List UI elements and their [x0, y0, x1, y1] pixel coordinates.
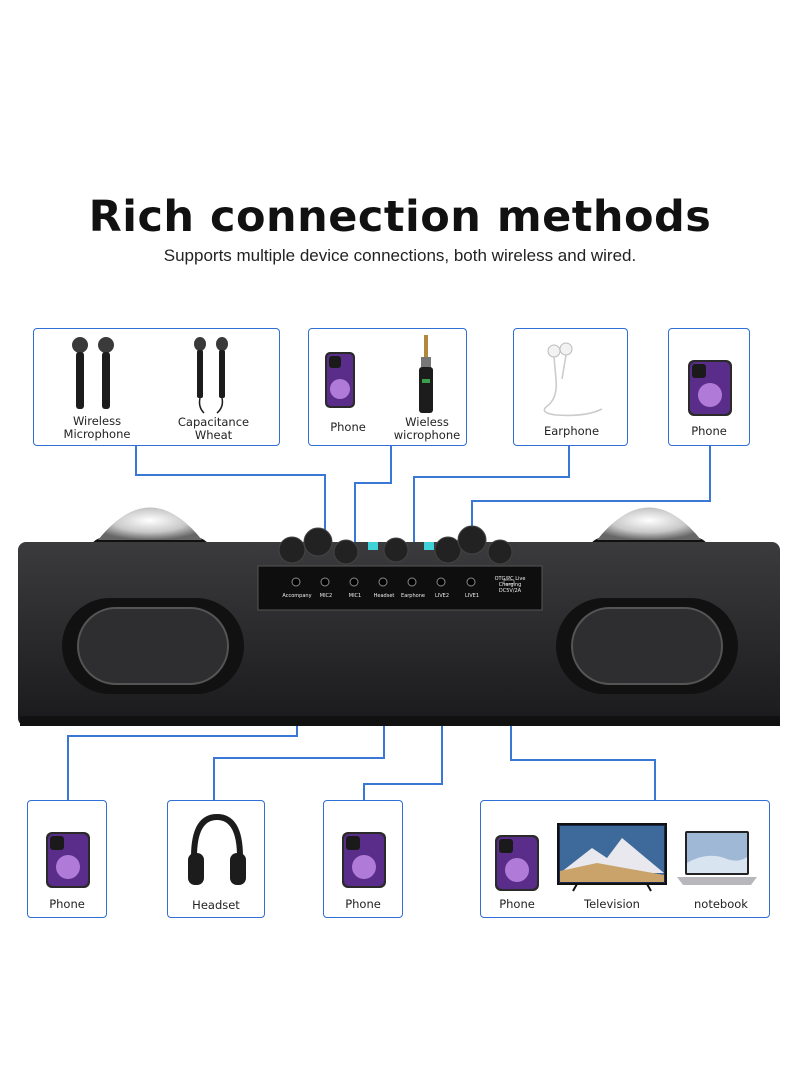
- port-label-mic2: MIC2: [319, 593, 333, 599]
- device-label: Phone: [345, 897, 381, 911]
- port-label-otg-charging: OTG/PC Live Charging DC5V/2A: [494, 576, 526, 594]
- phone-box-bottom-1: Phone: [27, 800, 107, 918]
- device-label: Phone: [49, 897, 85, 911]
- phone-box-top-right: Phone: [668, 328, 750, 446]
- port-label-live1: LIVE1: [464, 593, 480, 599]
- television-icon: [557, 823, 667, 892]
- wired-microphones-icon: [194, 337, 228, 414]
- device-label: Headset: [192, 898, 240, 912]
- page-title: Rich connection methods: [88, 192, 712, 242]
- headset-box: Headset: [167, 800, 265, 918]
- device-label: Phone: [691, 424, 727, 438]
- port-label-headset: Headset: [373, 593, 395, 599]
- microphones-box: Wireless Microphone Capacitance Wheat: [33, 328, 280, 446]
- port-label-accompany: Accompany: [282, 593, 312, 599]
- device-label: Television: [584, 897, 640, 911]
- device-label: notebook: [694, 897, 748, 911]
- handheld-microphones-icon: [72, 337, 114, 409]
- wireless-receiver-icon: [419, 335, 433, 413]
- device-label: Earphone: [543, 424, 600, 438]
- laptop-icon: [677, 831, 757, 885]
- earphone-icon: [543, 342, 603, 417]
- phone-and-receiver-box: Phone Wieless wicrophone: [308, 328, 467, 446]
- device-label: Wireless Microphone: [63, 414, 131, 441]
- headset-icon: [188, 813, 246, 885]
- phone-box-bottom-2: Phone: [323, 800, 403, 918]
- port-label-live2: LIVE2: [434, 593, 450, 599]
- phone-icon: [325, 352, 355, 408]
- device-label: Phone: [499, 897, 535, 911]
- phone-icon: [342, 832, 386, 888]
- phone-icon: [495, 835, 539, 891]
- port-label-earphone: Earphone: [401, 593, 425, 599]
- output-devices-box: Phone Television notebook: [480, 800, 770, 918]
- phone-icon: [688, 360, 732, 416]
- device-label: Phone: [330, 420, 366, 434]
- page-subtitle: Supports multiple device connections, bo…: [163, 246, 637, 265]
- port-label-mic1: MIC1: [348, 593, 362, 599]
- earphone-box: Earphone: [513, 328, 628, 446]
- device-label: Capacitance Wheat: [177, 415, 250, 442]
- device-label: Wieless wicrophone: [393, 415, 461, 442]
- karaoke-speaker: [18, 507, 780, 726]
- phone-icon: [46, 832, 90, 888]
